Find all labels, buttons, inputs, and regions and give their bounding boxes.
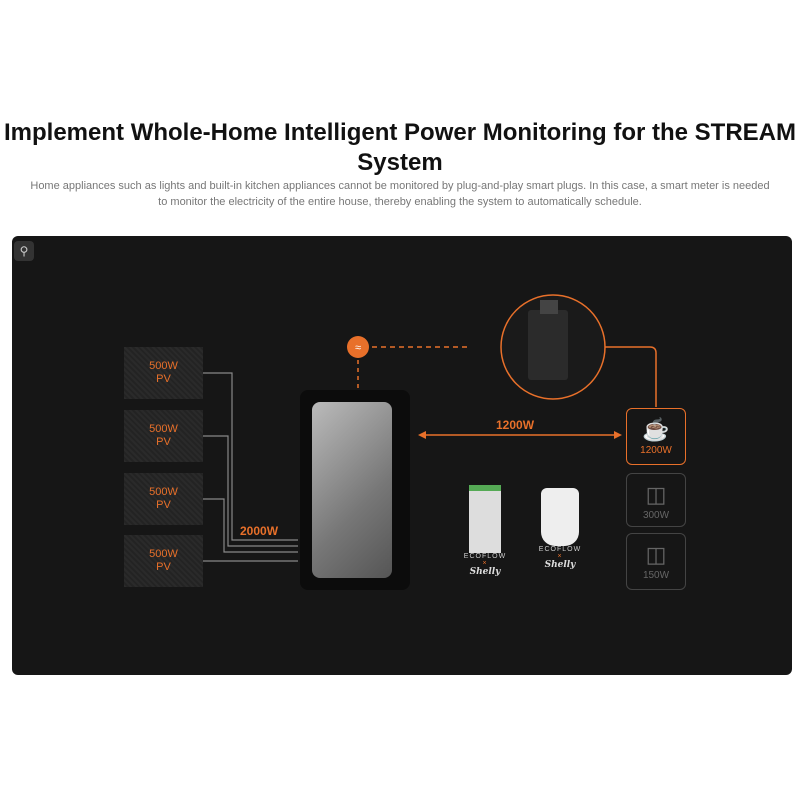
smart-meter-icon [528,310,568,380]
blender-icon: ◫ [645,482,667,507]
appliance-blender: ◫300W [626,473,686,527]
page-title: Implement Whole-Home Intelligent Power M… [4,119,796,176]
svg-text:≈: ≈ [355,342,361,354]
wifi-icon [347,336,369,358]
appliance-kettle: ☕1200W [626,408,686,465]
appliance-fridge: ◫150W [626,533,686,590]
kettle-icon: ☕ [642,417,670,442]
page-subtitle: Home appliances such as lights and built… [30,180,770,208]
din-rail-meter-icon [469,485,501,553]
pv-total-label: 2000W [240,524,279,538]
fridge-icon: ◫ [645,542,667,567]
smart-plug-icon [541,488,579,546]
stream-battery [300,390,410,590]
device-meter: ECOFLOW×Shelly [450,485,520,577]
zoom-icon[interactable]: ⚲ [14,241,34,261]
device-plug: ECOFLOW×Shelly [525,488,595,570]
link-power-label: 1200W [496,418,535,432]
